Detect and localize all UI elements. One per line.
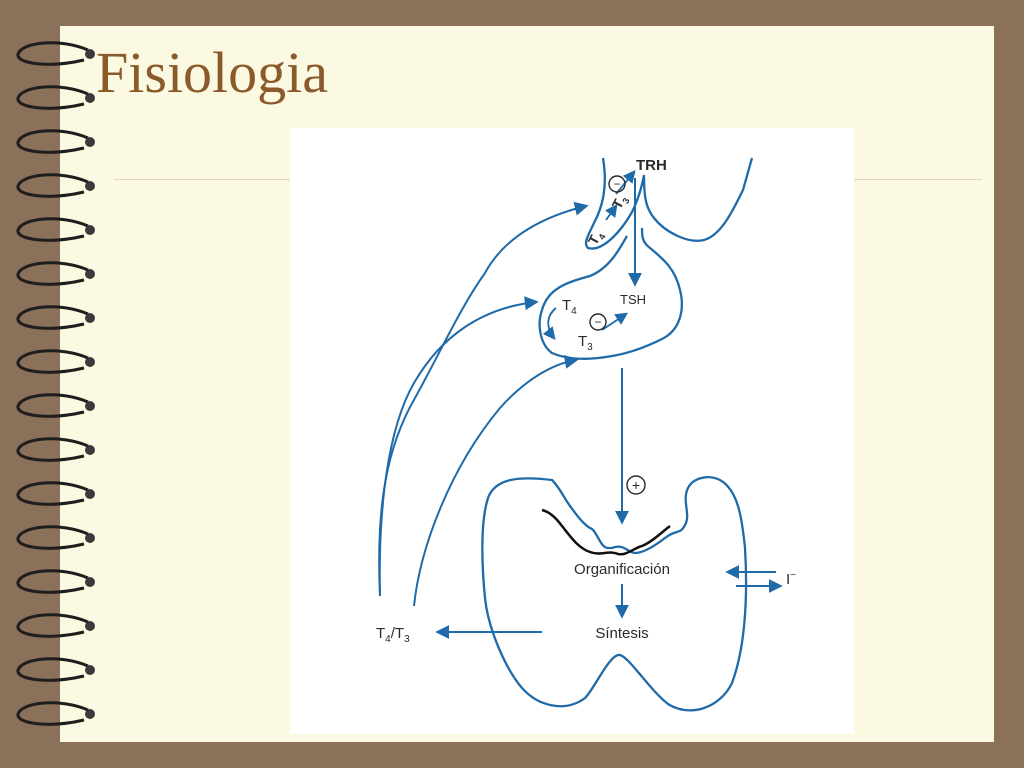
feedback-to-t3-arrow <box>413 354 579 607</box>
t4-to-t3-hypothalamus-arrow <box>605 203 618 221</box>
binding-hole <box>85 533 95 543</box>
binding-hole <box>85 357 95 367</box>
svg-text:−: − <box>594 315 601 329</box>
spiral-ring <box>16 129 89 154</box>
tsh-label: TSH <box>620 292 646 307</box>
spiral-ring <box>16 657 89 682</box>
pituitary-outline <box>538 227 683 360</box>
spiral-ring <box>16 701 89 726</box>
synthesis-label: Síntesis <box>595 625 648 642</box>
spiral-ring <box>16 525 89 550</box>
spiral-rings <box>16 41 95 726</box>
spiral-ring <box>16 41 89 66</box>
iodide-label: I− <box>786 570 796 588</box>
organification-label: Organificación <box>574 561 670 578</box>
svg-text:−: − <box>613 177 620 191</box>
spiral-ring <box>16 569 89 594</box>
spiral-ring <box>16 613 89 638</box>
slide-title: Fisiologia <box>96 40 329 105</box>
binding-hole <box>85 93 95 103</box>
spiral-ring <box>16 305 89 330</box>
feedback-to-pituitary-arrow <box>378 296 539 597</box>
binding-hole <box>85 225 95 235</box>
t3-hypothalamus-label: T3 <box>609 192 632 213</box>
thyroid-axis-diagram: − − + TRH TSH T4 T3 T4 T3 Organificación… <box>290 128 854 734</box>
binding-hole <box>85 445 95 455</box>
binding-hole <box>85 313 95 323</box>
minus-sign-pituitary: − <box>589 313 607 331</box>
binding-hole <box>85 577 95 587</box>
spiral-ring <box>16 393 89 418</box>
spiral-ring <box>16 437 89 462</box>
spiral-ring <box>16 349 89 374</box>
spiral-ring <box>16 261 89 286</box>
binding-hole <box>85 137 95 147</box>
thyroid-outline <box>481 476 748 712</box>
binding-hole <box>85 401 95 411</box>
binding-hole <box>85 49 95 59</box>
binding-hole <box>85 269 95 279</box>
svg-text:T3: T3 <box>609 192 632 213</box>
spiral-binding <box>16 41 95 726</box>
hypothalamus-outline <box>584 157 754 250</box>
t3-to-tsh-arrow <box>601 312 629 331</box>
binding-hole <box>85 621 95 631</box>
spiral-ring <box>16 85 89 110</box>
binding-hole <box>85 489 95 499</box>
trh-label: TRH <box>636 157 667 174</box>
colloid-edge <box>541 508 671 556</box>
plus-sign: + <box>626 475 646 495</box>
binding-hole <box>85 181 95 191</box>
diagram-svg: − − + TRH TSH T4 T3 T4 T3 Organificación… <box>376 157 796 712</box>
minus-sign-hypothalamus: − <box>608 175 626 193</box>
t3-pituitary-label: T3 <box>578 333 593 353</box>
svg-text:+: + <box>632 477 640 493</box>
spiral-ring <box>16 481 89 506</box>
t4-t3-output-label: T4/T3 <box>376 625 410 645</box>
t4-to-t3-pituitary-arrow <box>542 307 557 340</box>
t4-pituitary-label: T4 <box>562 297 577 317</box>
spiral-ring <box>16 217 89 242</box>
binding-hole <box>85 709 95 719</box>
spiral-ring <box>16 173 89 198</box>
binding-hole <box>85 665 95 675</box>
